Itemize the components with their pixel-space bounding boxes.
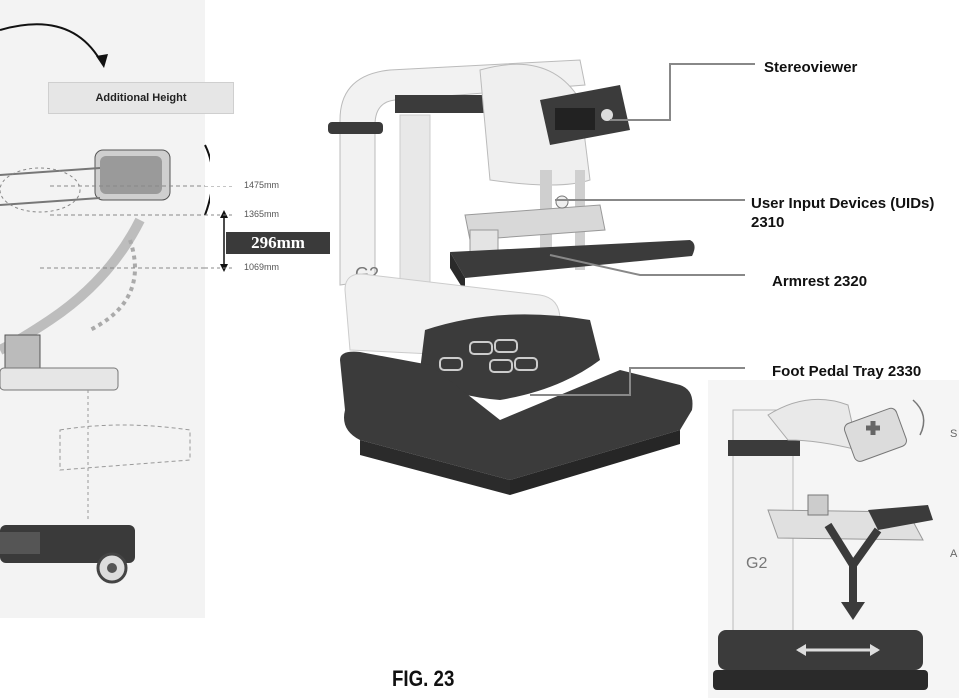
foot-pedals (439, 339, 538, 373)
raised-viewer-sketch (0, 149, 171, 213)
surgeon-console-illustration: G2 (328, 59, 695, 495)
console-side-view: G2 (708, 380, 959, 698)
edge-letter-a: A (950, 548, 958, 560)
edge-letter-s: S (950, 428, 958, 440)
foot-pedal-tray-label: Foot Pedal Tray 2330 (772, 363, 922, 380)
height-1069-label: 1069mm (244, 262, 280, 272)
armrest-leader (549, 254, 745, 276)
side-view-logo: G2 (746, 555, 767, 572)
foot-pedal-leader (530, 367, 745, 396)
height-1365-label: 1365mm (244, 209, 280, 219)
callout-leader-lines (530, 63, 755, 396)
figure-caption: FIG. 23 (392, 666, 455, 691)
user-input-devices-label: User Input Devices (UIDs) 2310 (751, 195, 935, 231)
stereoviewer-leader (610, 63, 755, 121)
armrest-label: Armrest 2320 (772, 273, 868, 290)
height-reference-extensions (205, 186, 235, 269)
height-1475-label: 1475mm (244, 180, 280, 190)
additional-height-label: Additional Height (48, 82, 234, 114)
stereoviewer-label: Stereoviewer (764, 59, 858, 76)
height-delta-badge: 296mm (226, 232, 330, 254)
